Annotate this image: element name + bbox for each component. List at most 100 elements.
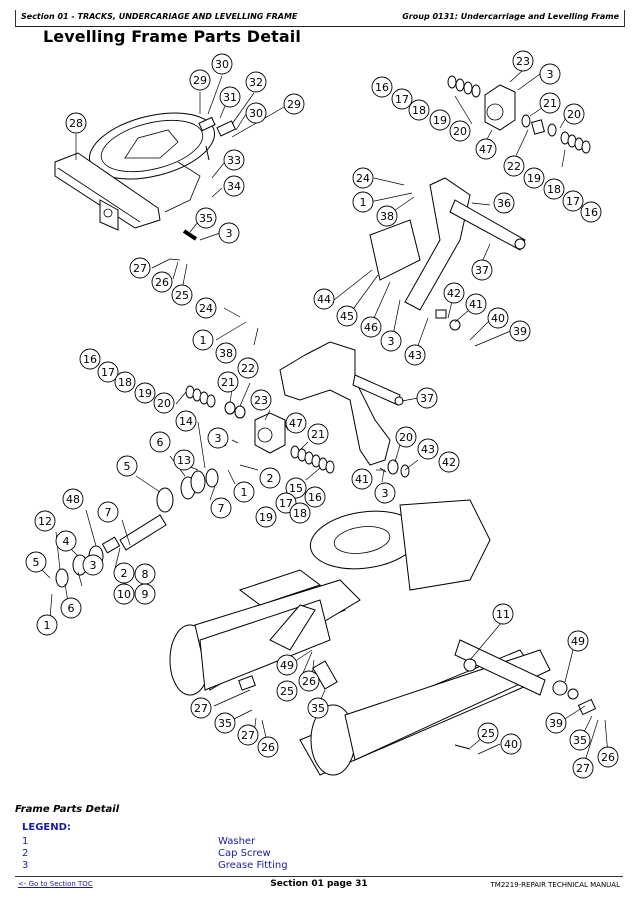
callout-label: 1 [360,196,367,209]
callout-circle [404,344,426,366]
callout-circle [250,389,272,411]
callout-label: 21 [311,428,325,441]
callout-circle [113,562,135,584]
callout-circle [487,307,509,329]
callout-label: 40 [504,738,518,751]
callout-label: 26 [302,675,316,688]
callout-circle [55,530,77,552]
callout-circle [493,192,515,214]
callout-27: 27 [237,724,259,746]
callout-label: 49 [571,635,585,648]
callout-20: 20 [153,392,175,414]
callout-label: 35 [199,212,213,225]
callout-circle [567,630,589,652]
callout-circle [597,746,619,768]
callout-23: 23 [250,389,272,411]
callout-3: 3 [374,482,396,504]
callout-circle [391,88,413,110]
callout-35: 35 [195,207,217,229]
callout-27: 27 [572,757,594,779]
callout-circle [376,205,398,227]
callout-circle [36,614,58,636]
callout-label: 20 [567,108,581,121]
callout-circle [563,103,585,125]
parts-diagram: 3029323130292833343532726252331617181920… [25,50,619,779]
callout-circle [289,502,311,524]
callout-label: 6 [68,602,75,615]
callout-label: 48 [66,493,80,506]
callout-16: 16 [371,76,393,98]
callout-18: 18 [289,502,311,524]
undercarriage-drawing [169,499,597,776]
callout-3: 3 [207,427,229,449]
callout-circle [210,497,232,519]
callout-48: 48 [62,488,84,510]
callout-16: 16 [580,201,602,223]
callout-42: 42 [443,282,465,304]
legend-item-description: Cap Screw [218,848,271,859]
callout-circle [285,477,307,499]
callout-circle [34,510,56,532]
callout-40: 40 [500,733,522,755]
callout-17: 17 [97,361,119,383]
callout-39: 39 [509,320,531,342]
callout-41: 41 [351,468,373,490]
callout-circle [449,120,471,142]
callout-label: 10 [117,588,131,601]
callout-circle [276,654,298,676]
callout-30: 30 [245,102,267,124]
callout-37: 37 [471,259,493,281]
callout-1: 1 [192,329,214,351]
callout-36: 36 [493,192,515,214]
callout-35: 35 [569,729,591,751]
callout-label: 20 [399,431,413,444]
callout-46: 46 [360,316,382,338]
callout-label: 41 [355,473,369,486]
callout-6: 6 [60,597,82,619]
callout-circle [149,431,171,453]
callout-label: 24 [356,172,370,185]
callout-5: 5 [116,455,138,477]
callout-label: 19 [433,114,447,127]
callout-circle [215,342,237,364]
callout-20: 20 [449,120,471,142]
callout-circle [207,427,229,449]
callout-circle [259,467,281,489]
callout-circle [313,288,335,310]
go-to-section-toc-link[interactable]: <- Go to Section TOC [18,880,93,888]
callout-circle [116,455,138,477]
callout-circle [245,102,267,124]
callout-circle [151,271,173,293]
callout-label: 6 [157,436,164,449]
callout-49: 49 [567,630,589,652]
callout-21: 21 [539,92,561,114]
callout-24: 24 [352,167,374,189]
callout-1: 1 [233,481,255,503]
callout-circle [545,712,567,734]
callout-label: 37 [420,392,434,405]
callout-circle [471,259,493,281]
callout-circle [475,138,497,160]
callout-21: 21 [217,371,239,393]
callout-label: 31 [223,91,237,104]
callout-label: 7 [218,502,225,515]
section-title: Section 01 - TRACKS, UNDERCARIAGE AND LE… [21,12,298,21]
page-header: Section 01 - TRACKS, UNDERCARIAGE AND LE… [15,10,625,27]
callout-circle [255,506,277,528]
callout-26: 26 [597,746,619,768]
callout-circle [429,109,451,131]
callout-label: 22 [241,362,255,375]
callout-label: 21 [221,376,235,389]
callout-label: 17 [101,366,115,379]
callout-circle [465,293,487,315]
callout-21: 21 [307,423,329,445]
callout-circle [192,329,214,351]
callout-label: 40 [491,312,505,325]
callout-circle [523,167,545,189]
callout-circle [189,69,211,91]
callout-circle [562,190,584,212]
callout-label: 17 [279,497,293,510]
callout-label: 3 [226,227,233,240]
legend-item-description: Grease Fitting [218,860,288,871]
callout-6: 6 [149,431,171,453]
